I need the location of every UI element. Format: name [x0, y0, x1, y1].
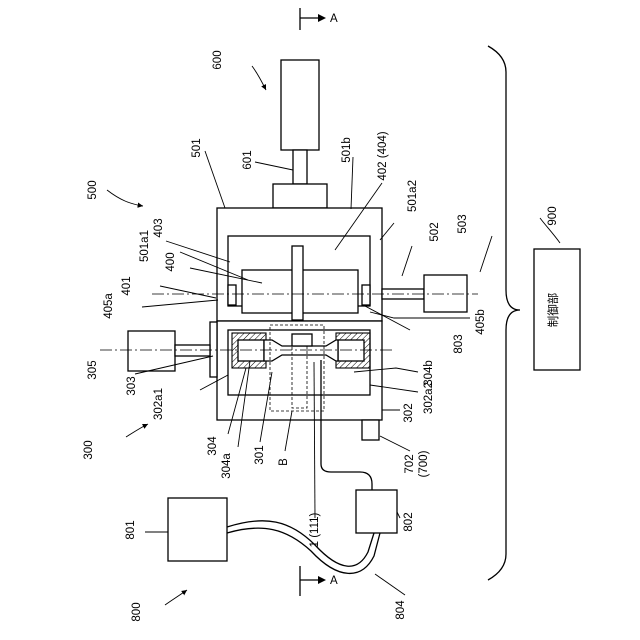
- label-304b: 304b: [423, 360, 435, 386]
- label-900: 900: [547, 206, 559, 225]
- box-801: [168, 498, 227, 561]
- label-700: (700): [418, 450, 430, 477]
- label-b: B: [278, 458, 290, 466]
- label-502: 502: [429, 222, 441, 241]
- controller-900: 制御部: [488, 46, 580, 580]
- label-500: 500: [87, 180, 99, 199]
- label-303: 303: [126, 376, 138, 395]
- label-801: 801: [125, 520, 137, 539]
- cable-804: [227, 521, 374, 566]
- section-label-a-bottom: A: [330, 575, 338, 587]
- motor-503: [382, 275, 467, 312]
- label-304a: 304a: [221, 453, 233, 479]
- chuck-304a: [232, 333, 266, 368]
- label-601: 601: [242, 150, 254, 169]
- label-400: 400: [165, 252, 177, 271]
- section-label-a-top: A: [330, 13, 338, 25]
- label-501a2: 501a2: [407, 180, 419, 212]
- label-402: 402 (404): [377, 131, 389, 180]
- actuator-600: [273, 60, 327, 208]
- label-1-111: 1 (111): [309, 512, 321, 547]
- controller-label: 制御部: [546, 293, 560, 328]
- label-501: 501: [191, 138, 203, 157]
- sensor-702: [362, 420, 379, 440]
- label-501a1: 501a1: [139, 230, 151, 262]
- label-302a1: 302a1: [153, 388, 165, 420]
- label-401: 401: [121, 276, 133, 295]
- label-304: 304: [207, 436, 219, 456]
- label-702: 702: [404, 454, 416, 473]
- label-300: 300: [83, 440, 95, 459]
- label-302a2: 302a2: [423, 382, 435, 414]
- section-marker-top: A: [300, 8, 338, 30]
- label-802: 802: [403, 512, 415, 531]
- label-800: 800: [131, 602, 143, 621]
- label-405b: 405b: [475, 309, 487, 335]
- label-803: 803: [453, 334, 465, 353]
- label-301: 301: [254, 445, 266, 464]
- section-marker-bottom: A: [300, 566, 338, 596]
- label-503: 503: [457, 214, 469, 233]
- label-600: 600: [212, 50, 224, 69]
- label-405a: 405a: [103, 293, 115, 319]
- label-305: 305: [87, 360, 99, 379]
- label-302: 302: [403, 403, 415, 422]
- label-403: 403: [153, 218, 165, 237]
- label-804: 804: [395, 600, 407, 620]
- motor-305: [128, 331, 210, 371]
- box-802: [356, 490, 397, 533]
- chuck-304b: [336, 333, 370, 368]
- label-501b: 501b: [341, 137, 353, 163]
